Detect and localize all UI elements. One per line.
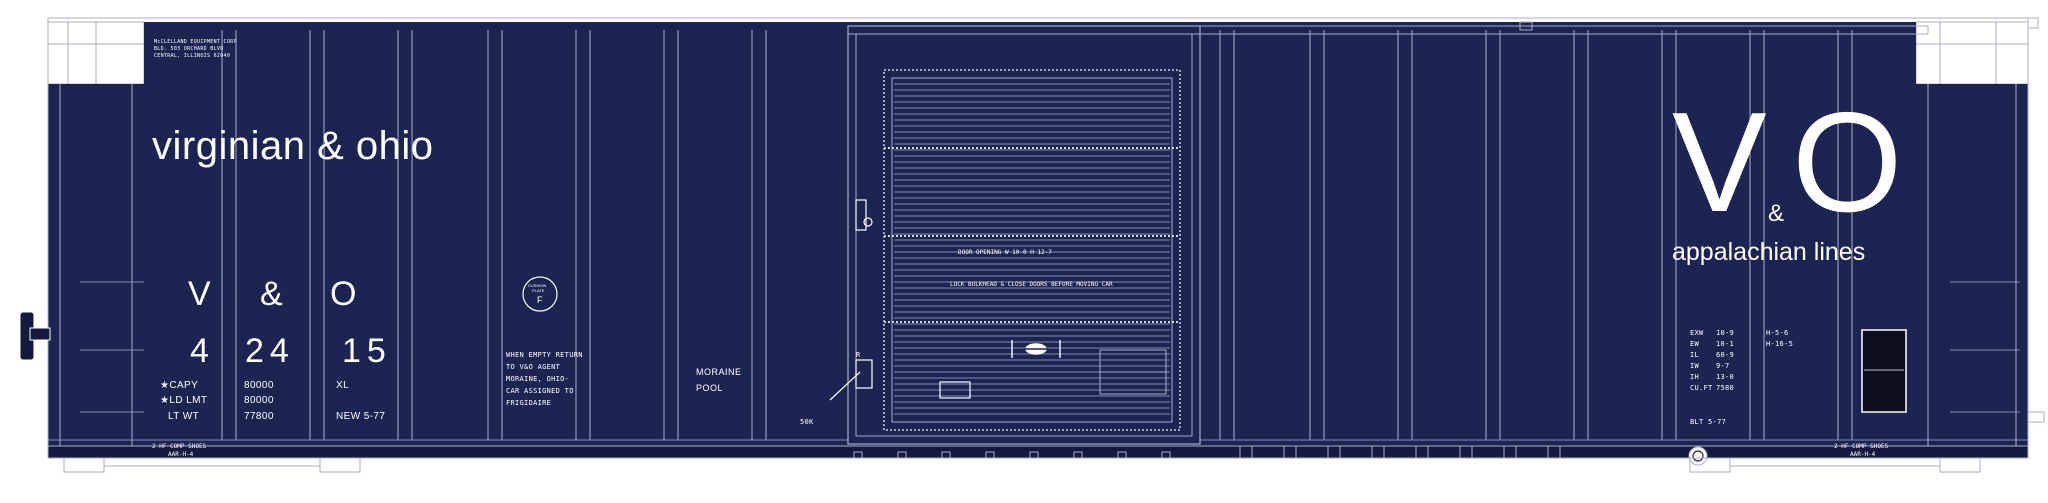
auto-brake-label: AUTO BRAKE ADJ. [930,463,985,470]
door-stop [985,451,995,459]
door-handle [1011,340,1061,358]
dim-label-5: IH [1690,373,1700,381]
left-coupler [19,311,51,361]
dim-label-2: EW [1690,340,1700,348]
brake-shoes-left-1: 2 HF COMP SHOES [152,443,207,450]
car-number-3: 15 [342,332,392,370]
sill-bracket [1503,445,1517,459]
service-note-1: WHEN EMPTY RETURN [506,351,583,359]
door-stops [853,445,1561,459]
door-bulkhead-note: LOCK BULKHEAD & CLOSE DOORS BEFORE MOVIN… [950,281,1113,288]
dim-label-1: EXW [1690,329,1704,337]
reporting-mark-v: V [188,275,211,313]
dim-value-1: 10-9 [1716,329,1735,337]
dim-value-5: 13-0 [1716,373,1735,381]
door-stop [897,451,907,459]
dim-extra-1: H-5-6 [1766,329,1789,337]
capacity-value-3: 77800 [244,411,274,422]
consolidated-stencil [1861,329,1907,413]
code-50k: 50K [800,418,814,426]
dim-label-3: IL [1690,351,1700,359]
car-number-1: 4 [190,332,209,370]
brake-shoes-right-1: 2 HF COMP SHOES [1834,443,1889,450]
railroad-name: virginian & ohio [152,124,434,168]
brake-shoes-right-2: AAR-H-4 [1850,451,1876,458]
herald-subtitle: appalachian lines [1672,238,1866,266]
trucks [63,457,1981,473]
capacity-label-3: LT WT [168,411,200,422]
built-date: BLT 5-77 [1690,418,1727,426]
sill-bracket [1547,445,1561,459]
dim-label-6: CU.FT [1690,384,1713,392]
dim-value-4: 9-7 [1716,362,1730,370]
sill-bracket [1239,445,1253,459]
dim-label-4: IW [1690,362,1700,370]
capacity-label-2: ★LD LMT [160,395,208,406]
dim-value-3: 60-9 [1716,351,1735,359]
dim-extra-2: H-16-5 [1766,340,1794,348]
dim-value-2: 10-1 [1716,340,1735,348]
sill-bracket [1371,445,1385,459]
reporting-mark-o: O [330,275,357,313]
owner-note-1: McCLELLAND EQUIPMENT CORP [154,39,237,45]
capacity-label-1: ★CAPY [160,380,199,391]
cushion-badge [522,276,558,312]
owner-note-2: BLD. 503 ORCHARD BLVD [154,46,224,52]
car-number-2: 24 [245,332,295,370]
dim-value-6: 7580 [1716,384,1735,392]
capacity-extra-1: XL [336,380,350,391]
cushion-badge-letter: F [537,295,543,305]
cushion-badge-line-2: PLATE [532,288,545,293]
left-end-body [48,84,144,458]
service-note-2: TO V&O AGENT [506,363,561,371]
right-end-body [1916,84,2028,458]
sill-bracket [1327,445,1341,459]
door-stop [853,451,863,459]
door-stop [1029,451,1039,459]
service-note-5: FRIGIDAIRE [506,399,552,407]
herald-amp: & [1768,200,1785,227]
brake-arrows [961,474,1147,487]
acl-emblem [1688,446,1708,466]
herald-o: O [1792,83,1903,242]
door-track [847,25,1929,35]
door-stop [1117,451,1127,459]
right-coupler [2027,411,2045,423]
service-note-4: CAR ASSIGNED TO [506,387,574,395]
retaining-valve-label: RETAINING VALVE [1088,467,1143,474]
side-posts [221,30,1853,440]
door-letter: R [856,351,861,359]
door-opening-note: DOOR OPENING W 10-0 H 12-7 [958,249,1052,256]
right-end-panel [1915,21,2029,85]
service-note-3: MORAINE, OHIO- [506,375,570,383]
door-panel-box [1099,349,1167,395]
sill-bracket [1415,445,1429,459]
capacity-value-2: 80000 [244,395,274,406]
sill-bracket [1459,445,1473,459]
pool-line-1: MORAINE [696,367,742,377]
door-stop [941,451,951,459]
pool-line-2: POOL [696,383,724,393]
door-latch [829,199,971,401]
capacity-value-1: 80000 [244,380,274,391]
door-stop [1073,451,1083,459]
sill-bracket [1283,445,1297,459]
brake-shoes-left-2: AAR-H-4 [168,451,194,458]
owner-note-3: CENTRAL, ILLINOIS 62040 [154,53,231,59]
door-stop [1161,451,1171,459]
cushion-badge-line-1: CUSHION [528,283,547,288]
reporting-mark-amp: & [260,275,283,313]
herald-v: V [1672,83,1767,242]
capacity-extra-3: NEW 5-77 [336,411,386,422]
